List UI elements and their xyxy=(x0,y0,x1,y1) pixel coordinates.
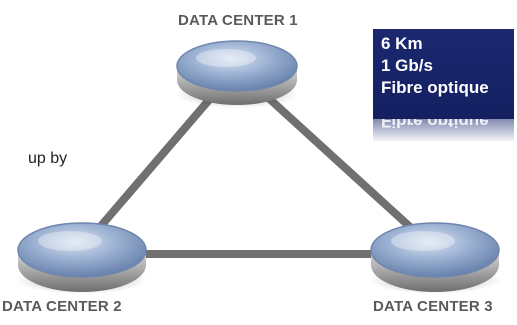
body-text-fragment: up by xyxy=(28,150,68,167)
data-center-2-label: DATA CENTER 2 xyxy=(2,298,122,315)
reflection-text: Fibre optique xyxy=(381,119,489,131)
link-distance: 6 Km xyxy=(381,34,423,53)
info-box-reflection: Fibre optique xyxy=(373,119,514,141)
data-center-3-label: DATA CENTER 3 xyxy=(373,298,493,315)
data-center-1-disc xyxy=(175,40,299,108)
data-center-3-disc xyxy=(369,222,501,294)
link-info-box: 6 Km 1 Gb/s Fibre optique xyxy=(373,29,514,119)
data-center-2-disc xyxy=(16,222,148,294)
link-bandwidth: 1 Gb/s xyxy=(381,56,433,75)
data-center-1-label: DATA CENTER 1 xyxy=(178,12,298,29)
link-medium: Fibre optique xyxy=(381,78,489,97)
